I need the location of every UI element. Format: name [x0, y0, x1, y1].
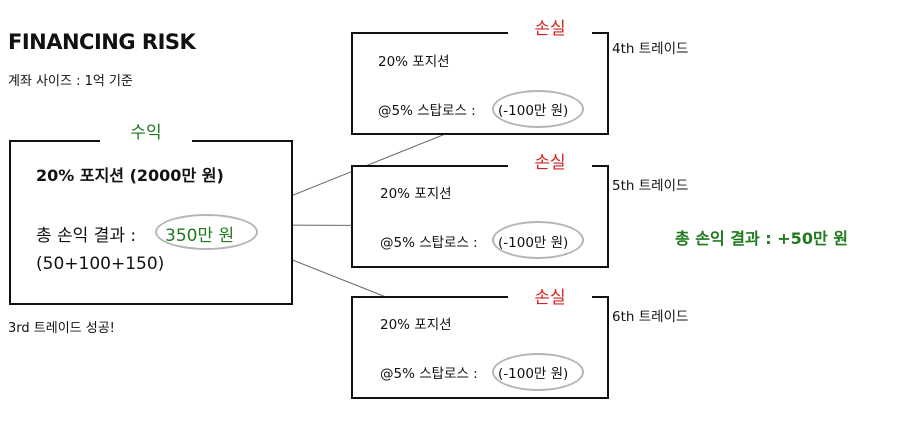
stop-loss-ellipse-5th [492, 221, 584, 259]
loss-tag-5th: 손실 [508, 150, 592, 176]
stop-loss-label-4th: @5% 스탑로스 : [378, 103, 476, 119]
loss-tag-4th: 손실 [508, 16, 592, 42]
total-result: 총 손익 결과 : +50만 원 [675, 229, 848, 248]
stop-loss-label-6th: @5% 스탑로스 : [380, 366, 478, 382]
loss-position-text-6th: 20% 포지션 [380, 317, 452, 333]
profit-breakdown: (50+100+150) [36, 254, 165, 274]
profit-result-value: 350만 원 [165, 226, 235, 246]
profit-position-text: 20% 포지션 (2000만 원) [36, 166, 224, 185]
stop-loss-label-5th: @5% 스탑로스 : [380, 235, 478, 251]
trade-label-5th: 5th 트레이드 [612, 178, 689, 194]
stop-loss-value-5th: (-100만 원) [498, 235, 569, 251]
trade-label-6th: 6th 트레이드 [612, 309, 689, 325]
loss-position-text-5th: 20% 포지션 [380, 186, 452, 202]
account-size-note: 계좌 사이즈 : 1억 기준 [8, 74, 133, 89]
profit-highlight-ellipse [155, 214, 258, 250]
stop-loss-value-6th: (-100만 원) [498, 366, 569, 382]
stop-loss-value-4th: (-100만 원) [498, 103, 569, 119]
loss-tag-6th: 손실 [508, 285, 592, 311]
diagram-title: FINANCING RISK [8, 30, 196, 54]
profit-caption: 3rd 트레이드 성공! [8, 321, 115, 336]
loss-position-text-4th: 20% 포지션 [378, 54, 450, 70]
stop-loss-ellipse-4th [492, 90, 584, 128]
trade-label-4th: 4th 트레이드 [612, 41, 689, 57]
profit-tag: 수익 [100, 120, 192, 148]
profit-result-label: 총 손익 결과 : [36, 226, 137, 246]
stop-loss-ellipse-6th [492, 353, 584, 391]
